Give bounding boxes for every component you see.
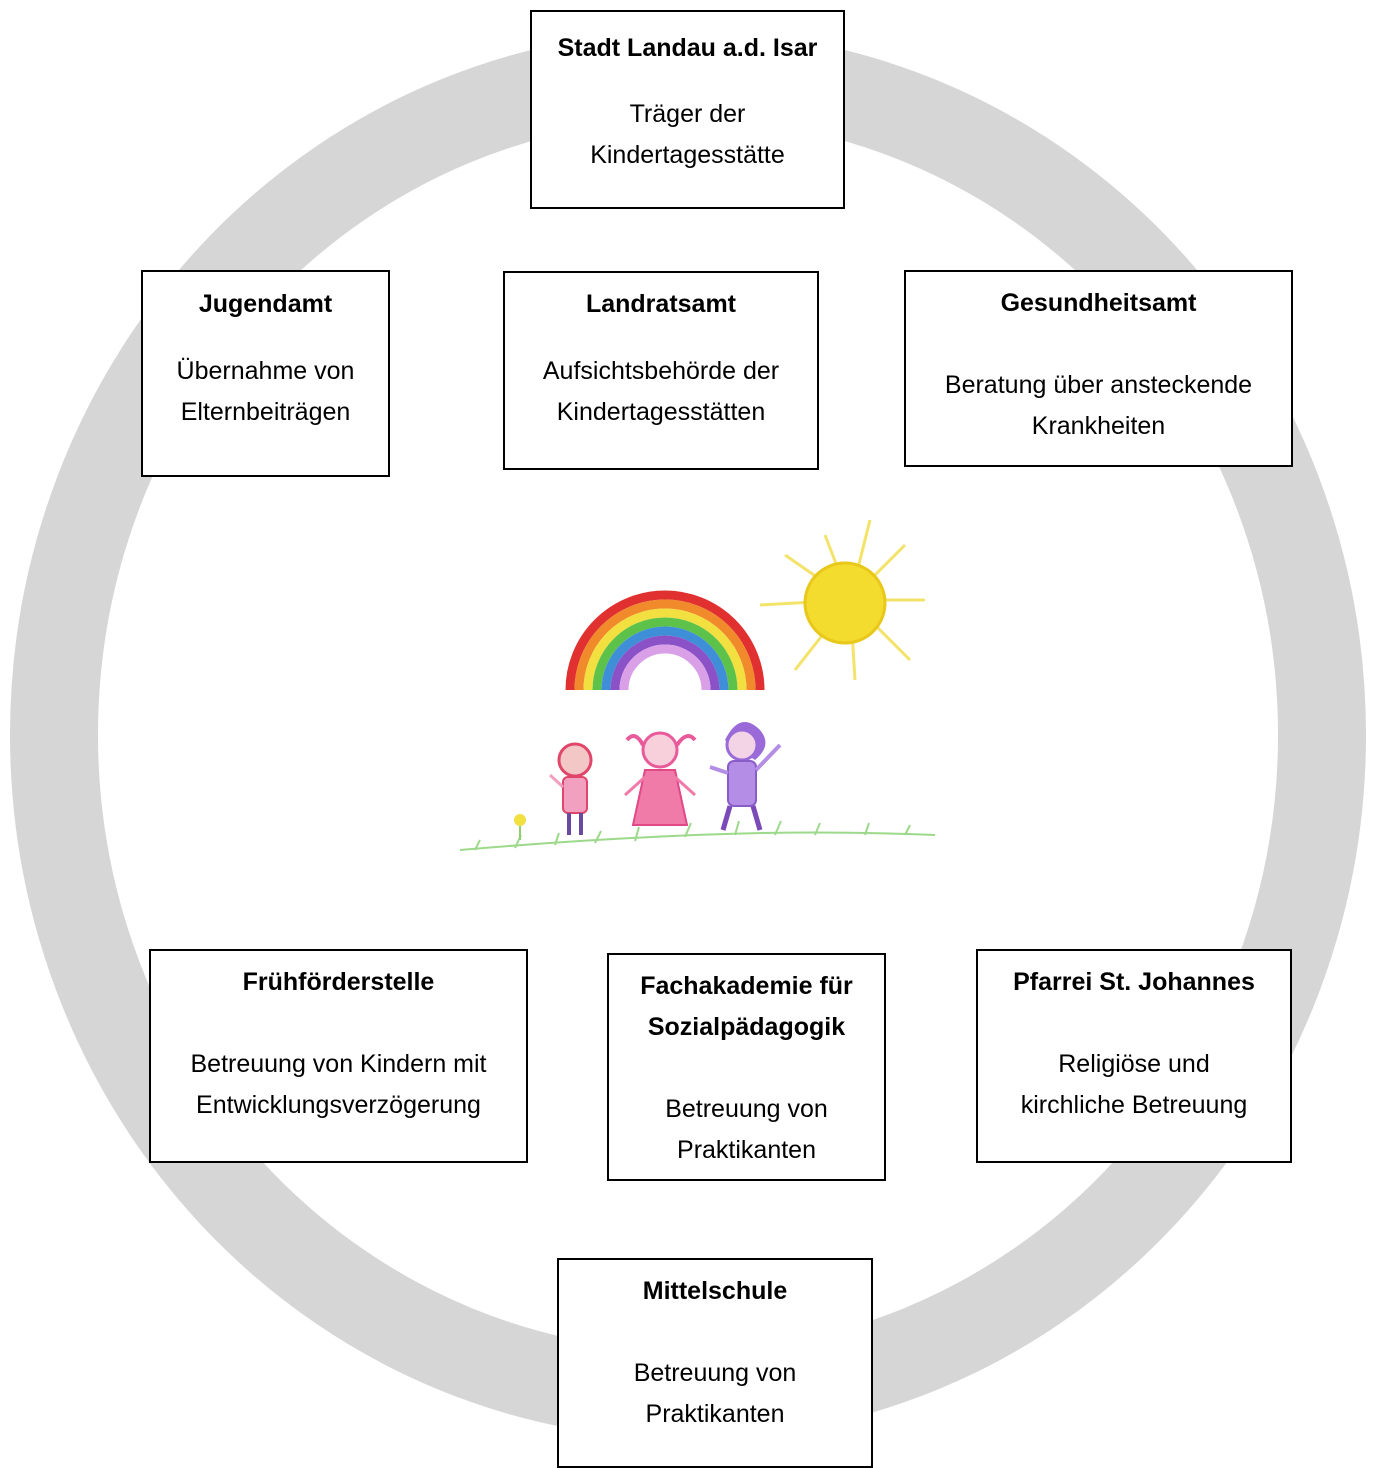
node-desc-line: Aufsichtsbehörde der: [542, 357, 780, 385]
grass-icon: [459, 820, 936, 851]
node-desc-line: Träger der: [629, 100, 746, 128]
node-stadt-landau: Stadt Landau a.d. Isar Träger der Kinder…: [530, 10, 845, 209]
node-landratsamt: Landratsamt Aufsichtsbehörde der Kindert…: [503, 271, 819, 470]
node-pfarrei: Pfarrei St. Johannes Religiöse und kirch…: [976, 949, 1292, 1163]
node-title: Sozialpädagogik: [647, 1013, 846, 1041]
node-title: Fachakademie für: [640, 972, 853, 1000]
node-fachakademie: Fachakademie für Sozialpädagogik Betreuu…: [607, 953, 886, 1181]
node-title: Gesundheitsamt: [1000, 289, 1197, 317]
node-desc-line: Kindertagesstätten: [556, 398, 766, 426]
node-title: Jugendamt: [198, 290, 333, 318]
children-rainbow-drawing: [459, 519, 936, 851]
node-title: Pfarrei St. Johannes: [1013, 968, 1255, 996]
node-gesundheitsamt: Gesundheitsamt Beratung über ansteckende…: [904, 270, 1293, 467]
rainbow-icon: [565, 590, 765, 691]
node-desc-line: Krankheiten: [1031, 412, 1166, 440]
child-figure-right: [709, 722, 782, 831]
node-desc-line: Beratung über ansteckende: [944, 371, 1253, 399]
node-desc-line: Elternbeiträgen: [180, 398, 351, 426]
node-mittelschule: Mittelschule Betreuung von Praktikanten: [557, 1258, 873, 1468]
node-desc-line: Praktikanten: [645, 1400, 785, 1428]
node-title: Landratsamt: [585, 290, 737, 318]
child-figure-left: [548, 742, 593, 835]
node-desc-line: kirchliche Betreuung: [1020, 1091, 1248, 1119]
node-desc-line: Betreuung von: [633, 1359, 797, 1387]
node-jugendamt: Jugendamt Übernahme von Elternbeiträgen: [141, 270, 390, 477]
node-title: Mittelschule: [642, 1277, 788, 1305]
node-title: Stadt Landau a.d. Isar: [557, 34, 818, 62]
node-title: Frühförderstelle: [242, 968, 435, 996]
node-desc-line: Übernahme von: [176, 357, 355, 385]
node-desc-line: Betreuung von Kindern mit: [190, 1050, 487, 1078]
sun-icon: [759, 519, 925, 681]
node-desc-line: Religiöse und: [1058, 1050, 1210, 1078]
flower-icon: [514, 814, 526, 840]
child-figure-middle: [623, 731, 697, 826]
node-fruehfoerderstelle: Frühförderstelle Betreuung von Kindern m…: [149, 949, 528, 1163]
node-desc-line: Entwicklungsverzögerung: [196, 1091, 481, 1119]
node-desc-line: Betreuung von: [665, 1095, 828, 1123]
node-desc-line: Praktikanten: [677, 1136, 816, 1164]
node-desc-line: Kindertagesstätte: [590, 141, 785, 169]
